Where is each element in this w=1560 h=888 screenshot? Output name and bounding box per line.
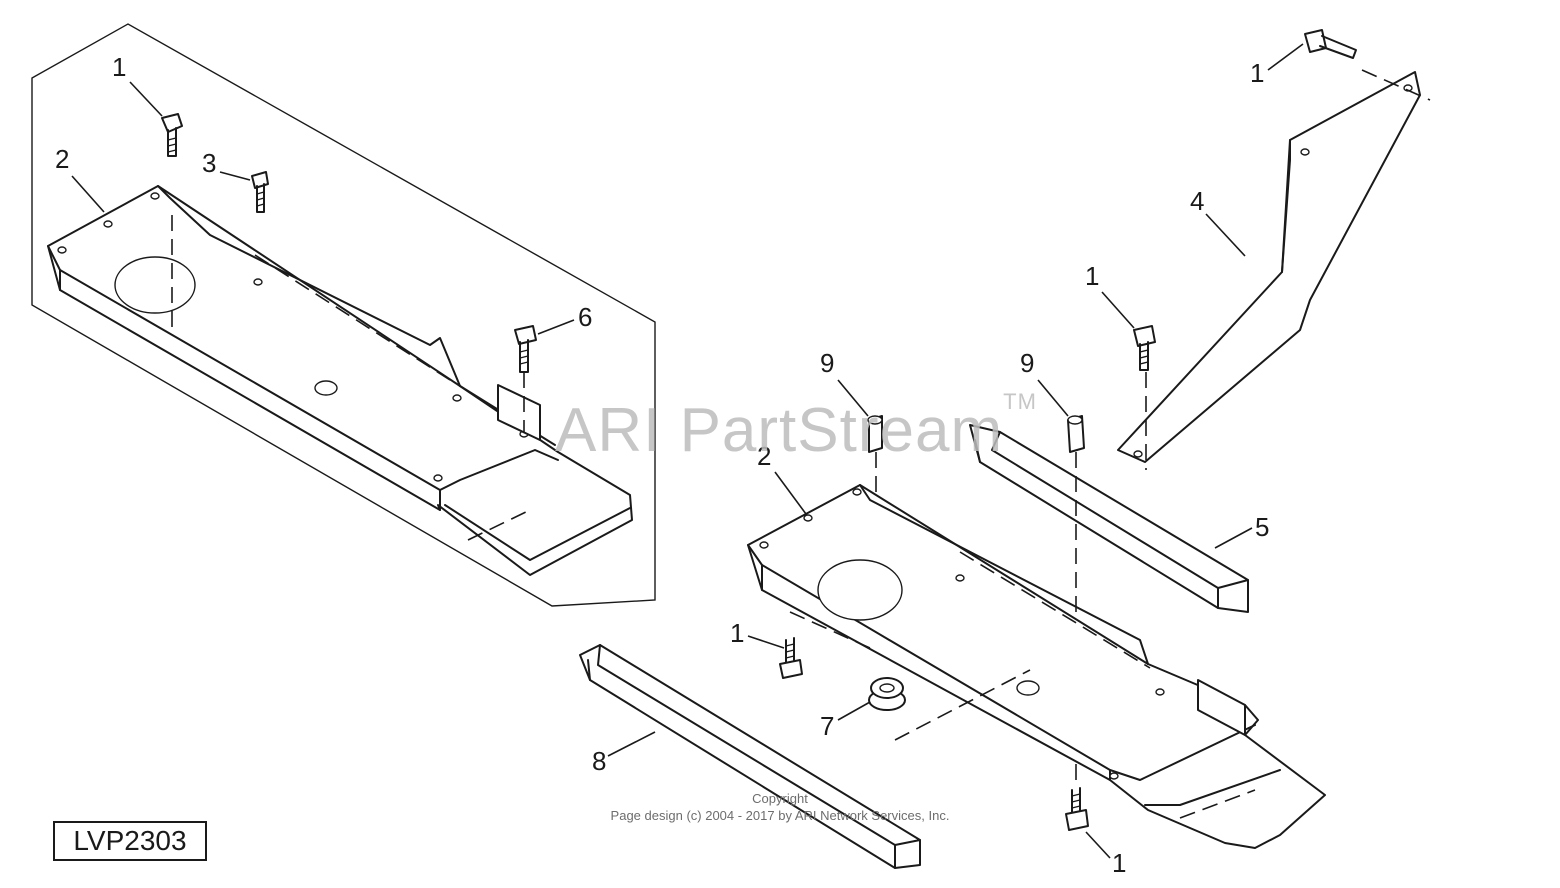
inset-screw-3: [251, 171, 269, 213]
grommet-7: [868, 677, 906, 711]
reference-code: LVP2303: [73, 825, 187, 856]
bar-5: [969, 424, 1249, 613]
callout-grommet-7: 7: [820, 711, 834, 741]
callout-spacer-9-right: 9: [1020, 348, 1034, 378]
inset-pan: [47, 185, 633, 576]
copyright-line-2: Page design (c) 2004 - 2017 by ARI Netwo…: [610, 808, 950, 823]
callout-left-screw-3: 3: [202, 148, 216, 178]
copyright-line-1: Copyright: [752, 791, 808, 806]
callout-left-pan-2: 2: [55, 144, 69, 174]
lower-bolt-1: [779, 637, 803, 679]
main-assembly: 1 4 1 9 9 2 5 1 7 8 1: [579, 29, 1431, 878]
callout-left-bolt-6: 6: [578, 302, 592, 332]
callout-bottom-bolt-1: 1: [1112, 848, 1126, 878]
watermark: ARI PartStreamTM: [555, 389, 1037, 466]
copyright-notice: Copyright Page design (c) 2004 - 2017 by…: [560, 790, 1000, 824]
inset-bolt-6: [514, 325, 537, 432]
callout-bar-8: 8: [592, 746, 606, 776]
callout-left-bolt-1: 1: [112, 52, 126, 82]
callout-right-pan-2: 2: [757, 441, 771, 471]
callout-mid-bolt-1: 1: [1085, 261, 1099, 291]
mid-bolt-1: [1133, 325, 1156, 470]
callout-bar-5: 5: [1255, 512, 1269, 542]
trademark-mark: TM: [1003, 389, 1037, 414]
inset-frame: [31, 23, 656, 607]
main-pan: [747, 484, 1326, 849]
reference-code-box: LVP2303: [53, 821, 207, 861]
inset-bolt-1: [161, 113, 183, 157]
callout-lower-bolt-1: 1: [730, 618, 744, 648]
top-bolt-1: [1304, 29, 1357, 59]
bar-8: [579, 644, 921, 869]
inset-assembly: 1 2 3 6: [31, 23, 656, 607]
callout-spacer-9-left: 9: [820, 348, 834, 378]
callout-bracket-4: 4: [1190, 186, 1204, 216]
bracket-4: [1117, 69, 1431, 463]
callout-top-bolt-1: 1: [1250, 58, 1264, 88]
bottom-bolt-1: [1065, 787, 1089, 831]
watermark-text: ARI PartStream: [555, 396, 1004, 465]
